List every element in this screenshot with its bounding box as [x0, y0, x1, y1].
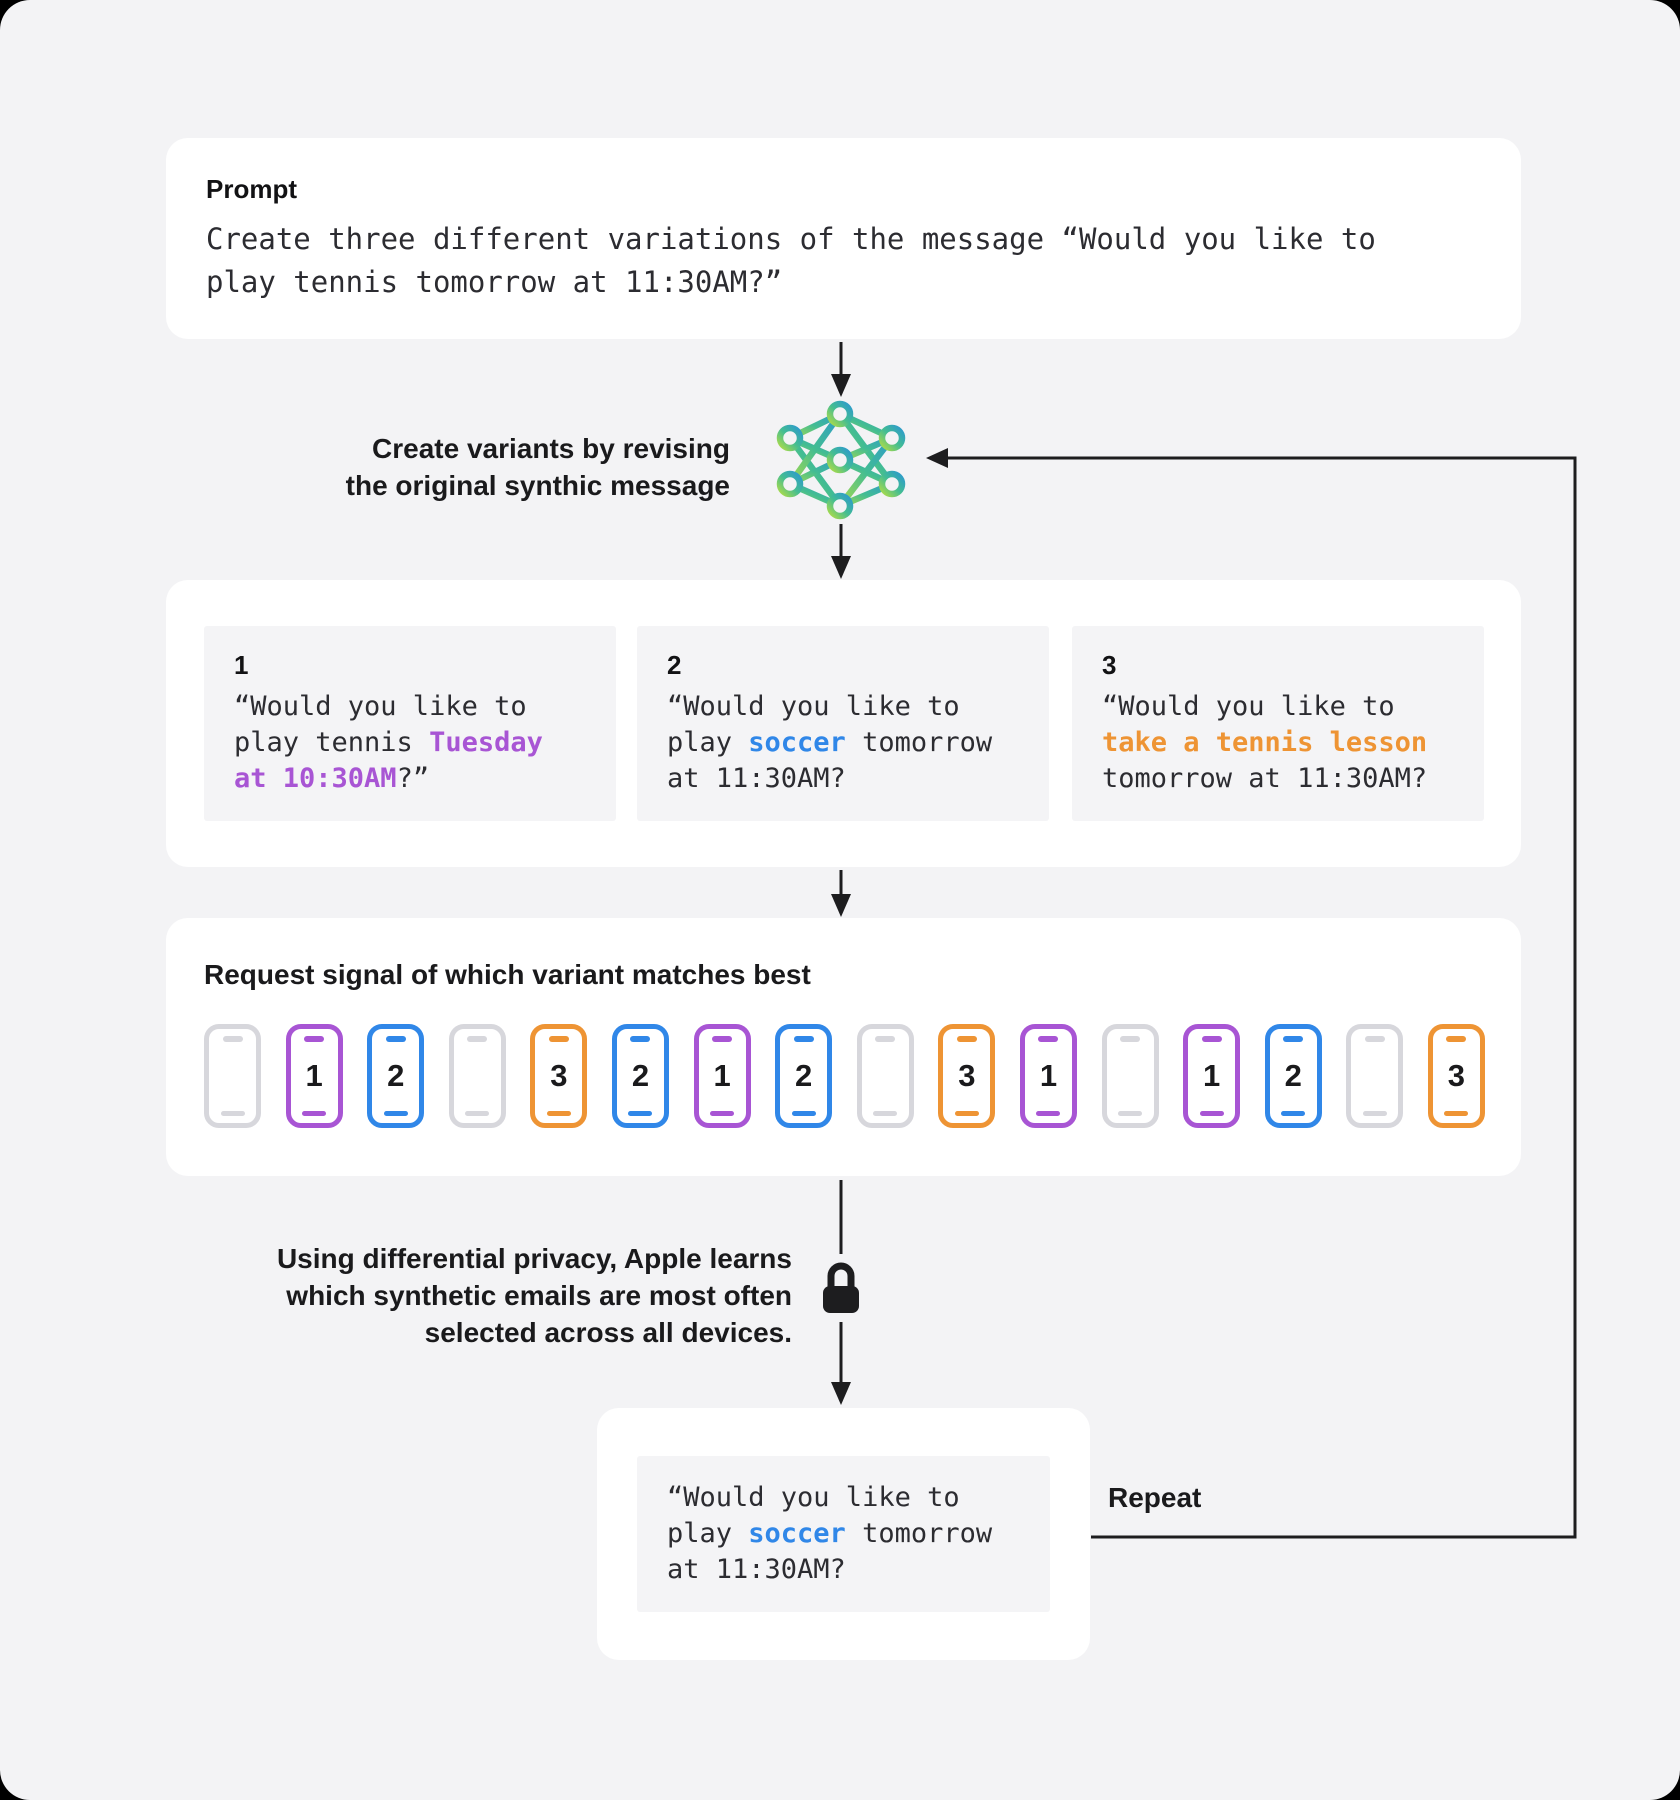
result-box: “Would you like to play soccer tomorrow …: [637, 1456, 1050, 1612]
phone-variant-number: 3: [958, 1058, 976, 1093]
phone-variant-number: 3: [550, 1058, 568, 1093]
phone-icon-empty: [856, 1024, 914, 1128]
prompt-text: Create three different variations of the…: [206, 222, 1376, 299]
variant-text: “Would you like to play tennis Tuesday a…: [234, 691, 543, 794]
phones-row: 1 2 3 2 1 2 3 1 1 2 3: [204, 1024, 1485, 1128]
phone-variant-number: 1: [1203, 1058, 1221, 1093]
arrowhead-down-icon: [831, 556, 851, 579]
phone-notch: [1364, 1036, 1385, 1042]
phone-home-bar: [220, 1111, 245, 1116]
phone-variant-number: 3: [1447, 1058, 1466, 1093]
phone-notch: [1120, 1036, 1141, 1042]
prompt-card: Prompt Create three different variations…: [166, 138, 1521, 339]
phone-variant-number: 1: [305, 1058, 323, 1093]
phone-icon-variant-1: 1: [1183, 1024, 1241, 1128]
phone-home-bar: [1118, 1111, 1143, 1116]
revise-step-label: Create variants by revising the original…: [320, 430, 730, 504]
phone-home-bar: [383, 1111, 408, 1116]
variant-number: 1: [234, 650, 249, 680]
variant-number: 3: [1102, 650, 1117, 680]
prompt-label: Prompt: [206, 174, 297, 204]
privacy-label-line1: Using differential privacy, Apple learns: [276, 1243, 792, 1274]
arrowhead-down-icon: [831, 894, 851, 917]
phone-variant-number: 1: [1039, 1058, 1058, 1093]
phone-notch: [793, 1036, 814, 1042]
privacy-label-line2: which synthetic emails are most often: [286, 1280, 792, 1311]
variant-text: “Would you like to play soccer tomorrow …: [667, 691, 993, 794]
neural-network-icon: [776, 400, 906, 520]
variant-number: 2: [667, 650, 682, 680]
phone-home-bar: [1362, 1111, 1387, 1116]
revise-step-label-line1: Create variants by revising: [372, 433, 730, 464]
phone-notch: [956, 1036, 977, 1042]
phone-home-bar: [302, 1111, 327, 1116]
phone-home-bar: [791, 1111, 816, 1116]
phone-notch: [1283, 1036, 1304, 1042]
phone-home-bar: [1199, 1111, 1224, 1116]
phone-notch: [1446, 1036, 1467, 1042]
phone-notch: [222, 1036, 243, 1042]
phone-icon-variant-2: 2: [1264, 1024, 1322, 1128]
phone-notch: [712, 1036, 733, 1042]
signal-card: Request signal of which variant matches …: [166, 918, 1521, 1176]
phone-variant-number: 1: [713, 1058, 731, 1093]
variant-box-1: 1 “Would you like to play tennis Tuesday…: [204, 626, 616, 821]
phone-icon-variant-3: 3: [530, 1024, 588, 1128]
phone-notch: [304, 1036, 325, 1042]
phone-variant-number: 2: [1284, 1058, 1302, 1093]
variants-card: 1 “Would you like to play tennis Tuesday…: [166, 580, 1521, 867]
phone-icon-empty: [448, 1024, 506, 1128]
phone-icon-variant-1: 1: [1019, 1024, 1077, 1128]
variant-box-2: 2 “Would you like to play soccer tomorro…: [637, 626, 1049, 821]
arrowhead-left-icon: [926, 448, 948, 468]
privacy-label-line3: selected across all devices.: [424, 1317, 792, 1348]
variant-text: “Would you like to take a tennis lesson …: [1102, 691, 1428, 794]
phone-icon-empty: [204, 1024, 261, 1128]
phone-variant-number: 2: [631, 1058, 650, 1093]
phone-notch: [875, 1036, 896, 1042]
phone-notch: [467, 1036, 488, 1042]
phone-notch: [630, 1036, 651, 1042]
arrowhead-down-icon: [831, 374, 851, 397]
lock-icon: [823, 1262, 859, 1313]
phone-icon-variant-1: 1: [693, 1024, 751, 1128]
phone-home-bar: [465, 1111, 490, 1116]
phone-icon-variant-2: 2: [775, 1024, 833, 1128]
phone-home-bar: [628, 1111, 653, 1116]
phone-home-bar: [873, 1111, 898, 1116]
phone-notch: [1038, 1036, 1059, 1042]
phone-icon-variant-2: 2: [611, 1024, 669, 1128]
phone-icon-empty: [1101, 1024, 1159, 1128]
repeat-label: Repeat: [1108, 1482, 1202, 1513]
phone-variant-number: 2: [387, 1058, 405, 1093]
phone-icon-variant-3: 3: [938, 1024, 996, 1128]
phone-home-bar: [1036, 1111, 1061, 1116]
phone-home-bar: [954, 1111, 979, 1116]
network-nodes: [776, 400, 906, 520]
variant-box-3: 3 “Would you like to take a tennis lesso…: [1072, 626, 1484, 821]
revise-step-label-line2: the original synthic message: [345, 470, 730, 501]
phone-notch: [385, 1036, 406, 1042]
phone-icon-variant-1: 1: [285, 1024, 343, 1128]
phone-home-bar: [546, 1111, 571, 1116]
phone-notch: [548, 1036, 569, 1042]
phone-home-bar: [710, 1111, 735, 1116]
phone-notch: [1201, 1036, 1222, 1042]
result-card: “Would you like to play soccer tomorrow …: [597, 1408, 1090, 1660]
phone-variant-number: 2: [795, 1058, 813, 1093]
result-text: “Would you like to play soccer tomorrow …: [667, 1482, 993, 1585]
privacy-label: Using differential privacy, Apple learns…: [260, 1240, 792, 1351]
phone-home-bar: [1444, 1111, 1469, 1116]
phone-icon-empty: [1346, 1024, 1404, 1128]
arrowhead-down-icon: [831, 1382, 851, 1405]
phone-icon-variant-2: 2: [367, 1024, 425, 1128]
phone-home-bar: [1281, 1111, 1306, 1116]
signal-title: Request signal of which variant matches …: [204, 959, 811, 990]
phone-icon-variant-3: 3: [1427, 1024, 1485, 1128]
